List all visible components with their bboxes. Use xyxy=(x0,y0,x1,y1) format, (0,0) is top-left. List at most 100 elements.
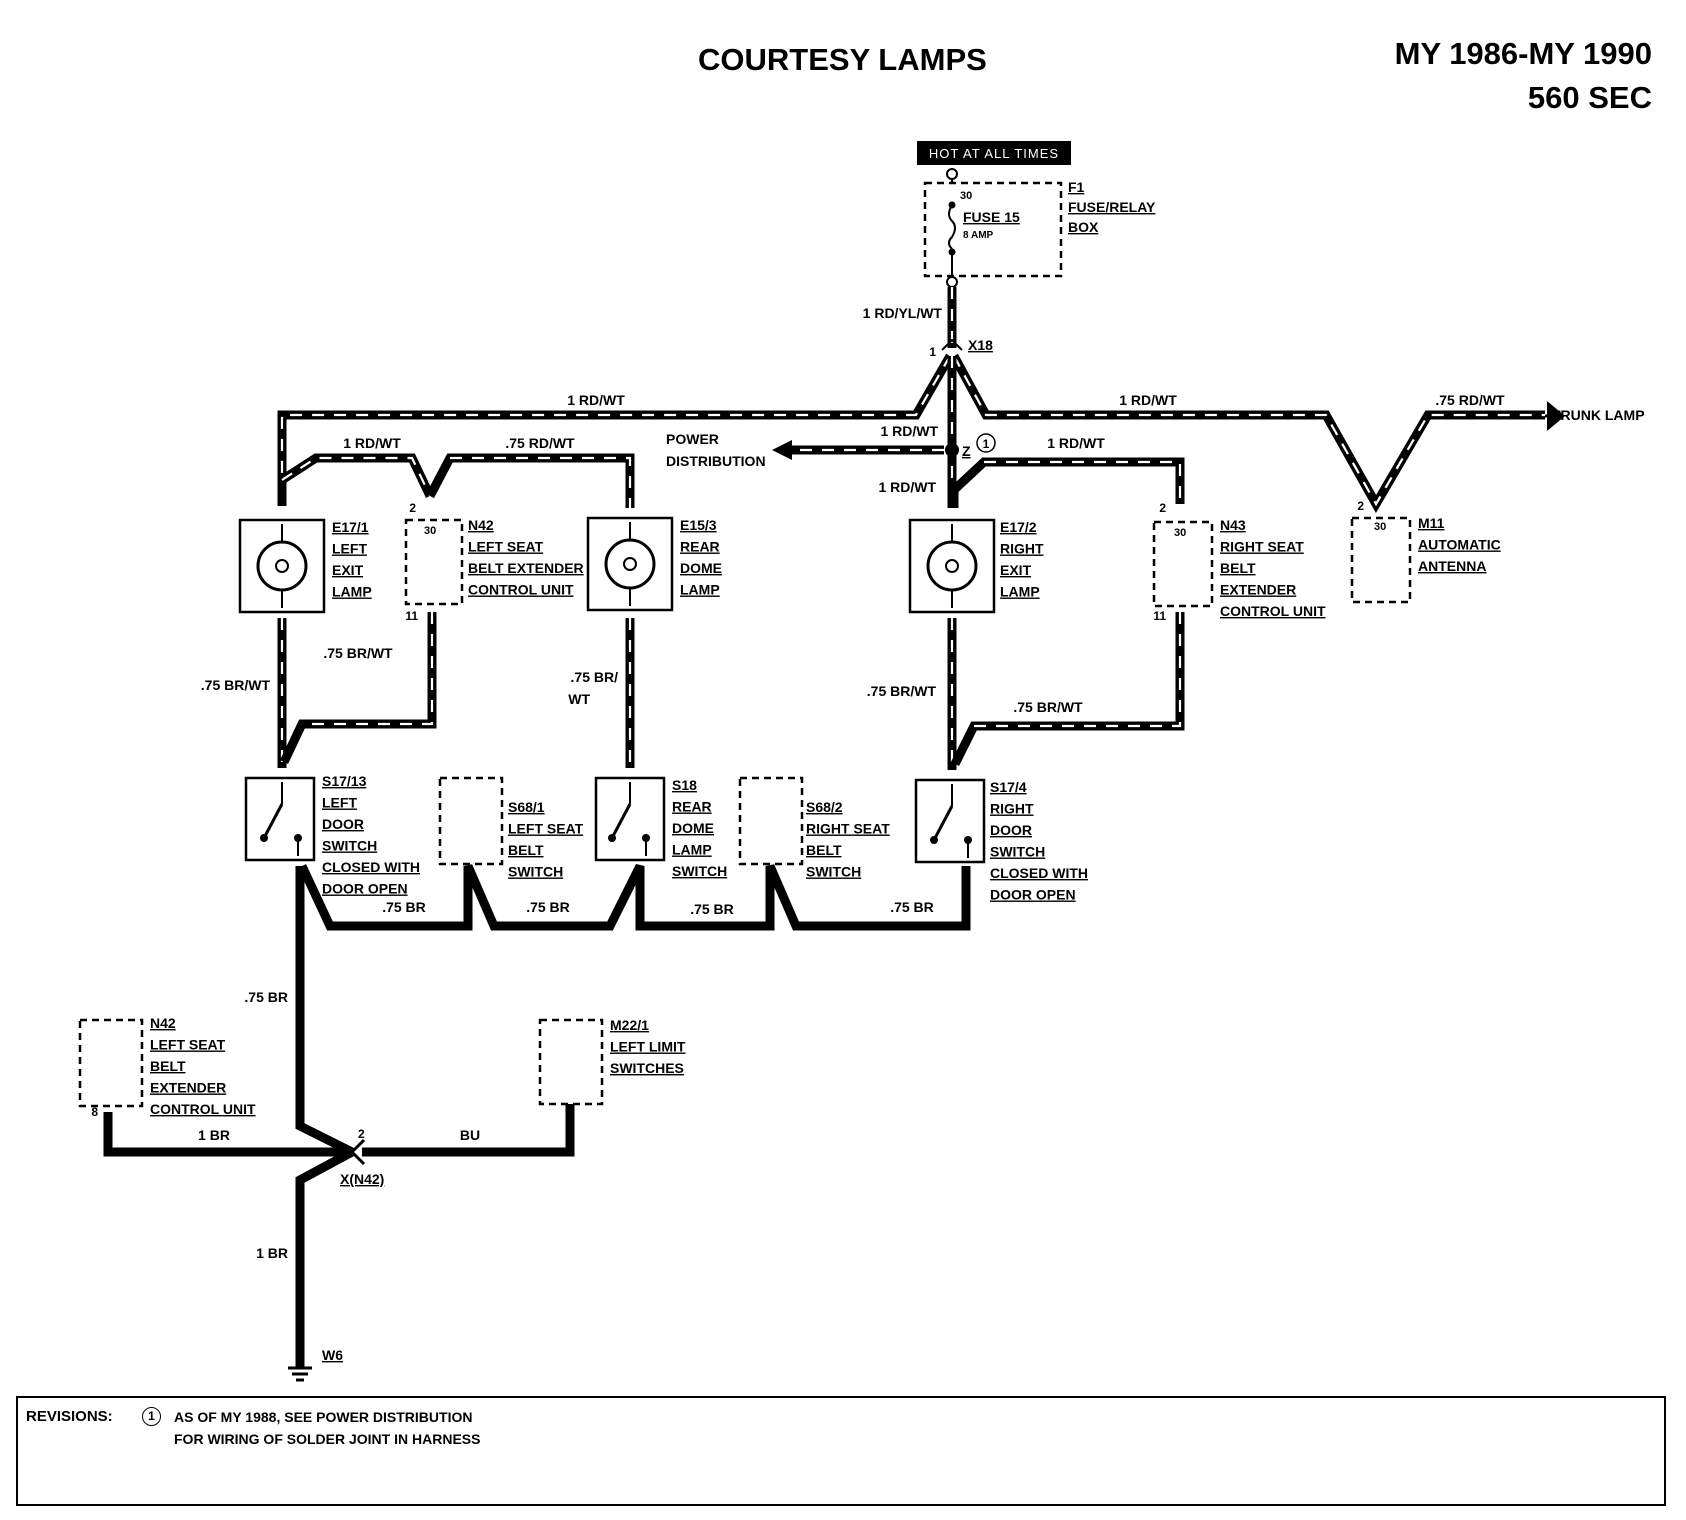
splice-z xyxy=(945,443,959,457)
n42b-label-1: LEFT SEAT xyxy=(150,1037,226,1053)
fuse-rating: 8 AMP xyxy=(963,230,994,241)
wire-label-br-4: .75 BR xyxy=(890,899,934,915)
e153-label-0: E15/3 xyxy=(680,517,717,533)
s174-label-1: RIGHT xyxy=(990,801,1034,817)
revision-mark: 1 xyxy=(142,1407,161,1426)
n43-label-3: EXTENDER xyxy=(1220,582,1296,598)
n43-pin-11: 11 xyxy=(1153,609,1166,623)
wire-label-right-main: 1 RD/WT xyxy=(1119,392,1177,408)
revisions-box: REVISIONS: 1 AS OF MY 1988, SEE POWER DI… xyxy=(16,1396,1666,1506)
wire-to-n43 xyxy=(949,457,1185,508)
m11-label-0: M11 xyxy=(1418,515,1445,531)
s681-label-0: S68/1 xyxy=(508,799,545,815)
supply-terminal xyxy=(946,168,958,180)
s681-label-2: BELT xyxy=(508,842,544,858)
control-unit-n43 xyxy=(1152,520,1214,608)
revisions-heading: REVISIONS: xyxy=(26,1408,113,1425)
m11-label-2: ANTENNA xyxy=(1418,558,1486,574)
limit-switches-m221 xyxy=(538,1018,604,1106)
power-distribution-label-2: DISTRIBUTION xyxy=(666,453,766,469)
switch-s682 xyxy=(738,776,804,866)
wire-right-main xyxy=(950,353,1545,514)
wire-label-m221: BU xyxy=(460,1127,480,1143)
splice-z-label: Z xyxy=(962,443,971,459)
n42b-pin-8: 8 xyxy=(91,1105,98,1119)
x18-pin: 1 xyxy=(929,345,936,359)
n42-label-0: N42 xyxy=(468,517,494,533)
s681-label-3: SWITCH xyxy=(508,864,563,880)
n42b-label-2: BELT xyxy=(150,1058,186,1074)
wire-label-n43-s174: .75 BR/WT xyxy=(1013,699,1083,715)
s18-label-0: S18 xyxy=(672,777,697,793)
e171-label-1: LEFT xyxy=(332,541,367,557)
e171-label-3: LAMP xyxy=(332,584,372,600)
wire-ground-bus xyxy=(297,863,971,931)
lamp-e153 xyxy=(586,516,674,612)
ground-symbol xyxy=(288,1366,312,1382)
n42b-label-4: CONTROL UNIT xyxy=(150,1101,256,1117)
e171-label-2: EXIT xyxy=(332,562,364,578)
wire-label-to-n42: 1 RD/WT xyxy=(343,435,401,451)
switch-s681 xyxy=(438,776,504,866)
e153-label-1: REAR xyxy=(680,539,720,555)
s18-label-4: SWITCH xyxy=(672,863,727,879)
x18-connector xyxy=(941,338,963,351)
wire-to-n42 xyxy=(277,453,435,506)
switch-s174 xyxy=(914,778,986,864)
n42-label-3: CONTROL UNIT xyxy=(468,582,574,598)
wire-left-main xyxy=(277,353,954,506)
power-distribution-label-1: POWER xyxy=(666,431,719,447)
e172-label-1: RIGHT xyxy=(1000,541,1044,557)
s174-label-0: S17/4 xyxy=(990,779,1027,795)
f1-label-1: FUSE/RELAY xyxy=(1068,199,1156,215)
f1-fuse-relay-box xyxy=(923,181,1063,278)
n42-label-2: BELT EXTENDER xyxy=(468,560,584,576)
wire-label-br-1: .75 BR xyxy=(382,899,426,915)
ground-w6-label: W6 xyxy=(322,1347,343,1363)
lamp-e172 xyxy=(908,518,996,614)
wire-m221 xyxy=(362,1104,575,1157)
s18-label-1: REAR xyxy=(672,799,712,815)
wire-label-e153-s18-a: .75 BR/ xyxy=(571,669,619,685)
wire-label-to-n43: 1 RD/WT xyxy=(1047,435,1105,451)
wire-label-br-2: .75 BR xyxy=(526,899,570,915)
e171-label-0: E17/1 xyxy=(332,519,369,535)
switch-s18 xyxy=(594,776,666,862)
connector-xn42 xyxy=(349,1138,366,1166)
fuse-pin: 30 xyxy=(960,190,972,202)
e153-label-3: LAMP xyxy=(680,582,720,598)
x18-label: X18 xyxy=(968,337,993,353)
wire-label-br-3: .75 BR xyxy=(690,901,734,917)
s1713-label-0: S17/13 xyxy=(322,773,367,789)
wire-label-e153-s18-b: WT xyxy=(568,691,590,707)
e172-label-0: E17/2 xyxy=(1000,519,1037,535)
wire-label-n42b: 1 BR xyxy=(198,1127,230,1143)
s1713-label-5: DOOR OPEN xyxy=(322,881,408,897)
antenna-m11 xyxy=(1350,516,1412,604)
wire-label-to-e172: 1 RD/WT xyxy=(878,479,936,495)
wire-label-e171-s1713: .75 BR/WT xyxy=(201,677,271,693)
n43-label-2: BELT xyxy=(1220,560,1256,576)
n43-label-1: RIGHT SEAT xyxy=(1220,539,1304,555)
model-name: 560 SEC xyxy=(1527,80,1652,115)
m11-pin-2: 2 xyxy=(1357,499,1364,513)
s1713-label-3: SWITCH xyxy=(322,838,377,854)
wire-label-left-main: 1 RD/WT xyxy=(567,392,625,408)
n43-pin-30: 30 xyxy=(1174,527,1186,539)
wire-n42-s1713 xyxy=(279,612,437,764)
s1713-label-1: LEFT xyxy=(322,795,357,811)
wire-label-n42-s1713: .75 BR/WT xyxy=(323,645,393,661)
s682-label-0: S68/2 xyxy=(806,799,843,815)
wire-n43-s174 xyxy=(950,612,1185,767)
switch-s1713 xyxy=(244,776,316,862)
s682-label-3: SWITCH xyxy=(806,864,861,880)
n43-pin-2: 2 xyxy=(1159,501,1166,515)
xn42-label: X(N42) xyxy=(340,1171,384,1187)
m221-label-2: SWITCHES xyxy=(610,1060,684,1076)
wire-n42b xyxy=(103,1112,352,1157)
wire-label-feed: 1 RD/YL/WT xyxy=(863,305,943,321)
e172-label-3: LAMP xyxy=(1000,584,1040,600)
f1-label-2: BOX xyxy=(1068,219,1099,235)
